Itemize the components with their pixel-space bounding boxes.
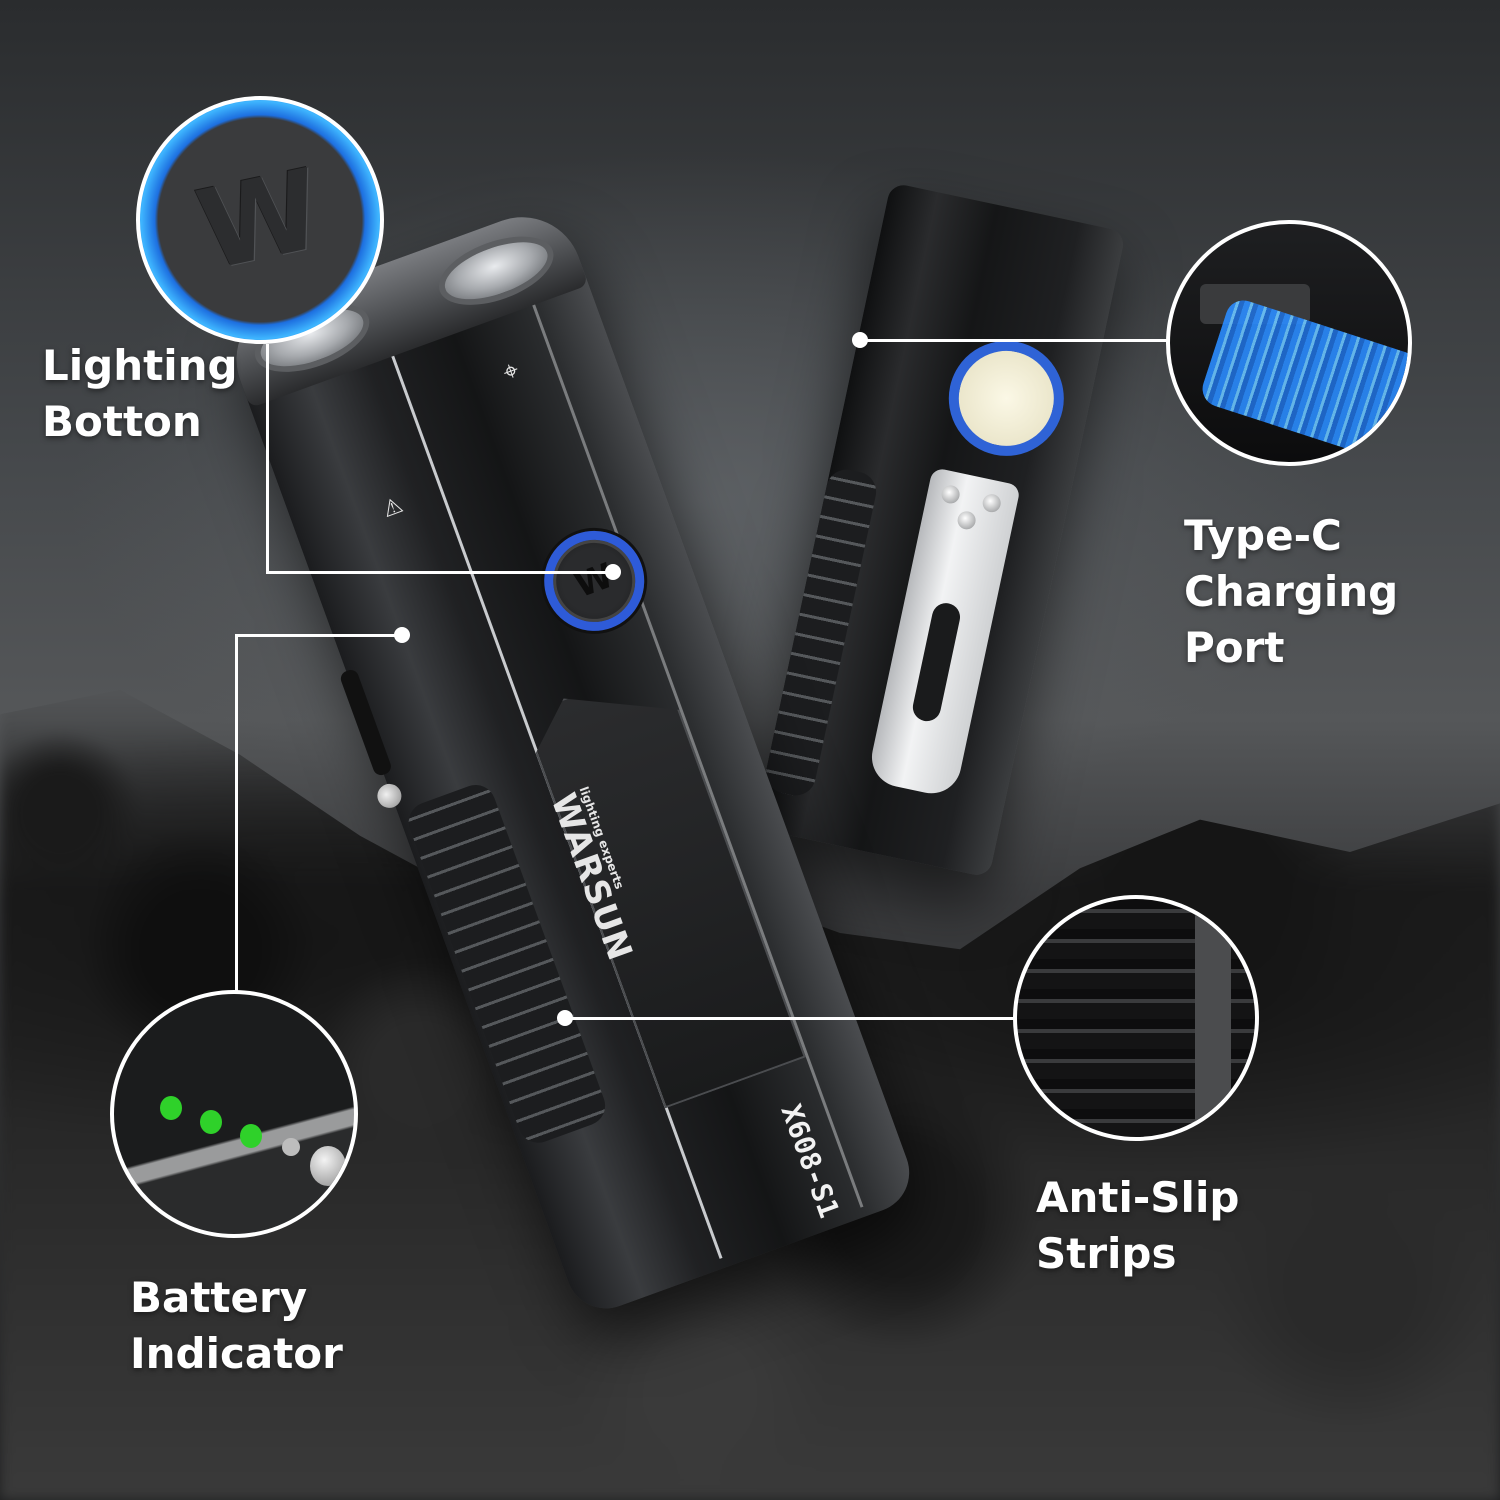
callout-type-c-port — [1166, 220, 1412, 466]
grip-edge — [1195, 899, 1231, 1137]
clip-screw-icon — [981, 492, 1003, 514]
callout-anti-slip-strips — [1013, 895, 1259, 1141]
label-line: Strips — [1036, 1229, 1177, 1278]
battery-led-4-off — [282, 1138, 300, 1156]
connector-dot-battery — [394, 627, 410, 643]
label-battery-indicator: Battery Indicator — [130, 1270, 343, 1382]
label-line: Lighting — [42, 341, 238, 390]
callout-lighting-button: W — [136, 96, 384, 344]
side-button-icon — [310, 1146, 346, 1186]
clip-screw-icon — [955, 509, 978, 531]
label-line: Port — [1184, 623, 1285, 672]
connector-line-battery — [235, 634, 403, 637]
usb-c-plug-icon — [1197, 295, 1408, 462]
label-line: Type-C — [1184, 511, 1342, 560]
connector-line-antislip — [565, 1017, 1015, 1020]
connector-dot-typec — [852, 332, 868, 348]
label-line: Anti-Slip — [1036, 1173, 1240, 1222]
callout-battery-indicator — [110, 990, 358, 1238]
label-line: Indicator — [130, 1329, 343, 1378]
connector-dot-antislip — [557, 1010, 573, 1026]
label-line: Botton — [42, 397, 202, 446]
connector-line-typec — [860, 339, 1168, 342]
connector-line-button — [266, 344, 269, 574]
w-logo-icon: W — [187, 144, 333, 296]
battery-led-3-on — [240, 1124, 262, 1148]
connector-dot-button — [605, 564, 621, 580]
connector-line-battery — [235, 634, 238, 992]
label-type-c-port: Type-C Charging Port — [1184, 508, 1398, 676]
connector-line-button — [266, 571, 612, 574]
label-line: Battery — [130, 1273, 308, 1322]
clip-screw-icon — [939, 483, 962, 506]
clip-slot — [910, 600, 963, 724]
battery-led-1-on — [160, 1096, 182, 1120]
battery-led-2-on — [200, 1110, 222, 1134]
label-anti-slip-strips: Anti-Slip Strips — [1036, 1170, 1239, 1282]
label-lighting-button: Lighting Botton — [42, 338, 238, 450]
label-line: Charging — [1184, 567, 1399, 616]
